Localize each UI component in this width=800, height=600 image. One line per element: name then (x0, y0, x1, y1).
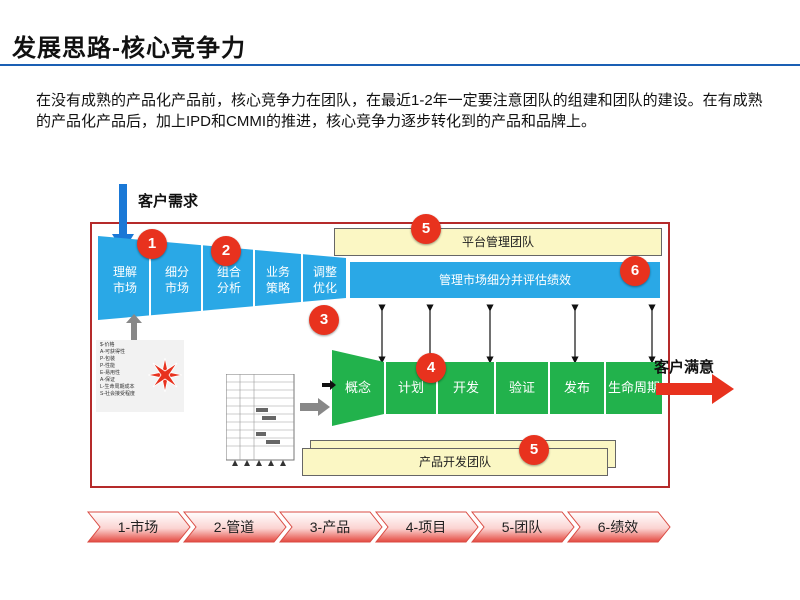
product-stage-lifecycle: 生命周期 (607, 380, 660, 395)
badge-3: 3 (309, 305, 339, 335)
step-performance: 6-绩效 (568, 512, 668, 542)
funnel-stage-understand-market: 理解 市场 (112, 265, 137, 295)
step-label: 3-产品 (309, 519, 351, 535)
badge-6: 6 (620, 256, 650, 286)
badge-2: 2 (211, 236, 241, 266)
legend-item: S-社会接受程度 (100, 391, 136, 397)
title-divider (0, 64, 800, 66)
page-title: 发展思路-核心竞争力 (12, 35, 246, 62)
step-team: 5-团队 (472, 512, 572, 542)
badge-4: 4 (416, 353, 446, 383)
badge-5-product: 5 (519, 435, 549, 465)
step-market: 1-市场 (88, 512, 188, 542)
step-label: 4-项目 (405, 519, 447, 535)
legend-item: A-可获得性 (100, 349, 126, 355)
funnel-stage-segment-market: 细分 市场 (164, 265, 189, 295)
legend-text-block: $-价格 A-可获得性 P-包装 P-性能 E-易用性 A-保证 L-生命周期成… (100, 342, 135, 398)
platform-team-bar: 平台管理团队 (334, 228, 662, 256)
step-product: 3-产品 (280, 512, 380, 542)
step-project: 4-项目 (376, 512, 476, 542)
funnel-stage-adjust-optimize: 调整 优化 (312, 265, 337, 295)
funnel-stage-business-strategy: 业务 策略 (265, 265, 290, 295)
customer-satisfied-arrow (656, 374, 734, 404)
legend-item: $-价格 (100, 342, 115, 348)
legend-item: L-生命周期成本 (100, 384, 135, 390)
legend-item: P-性能 (100, 363, 116, 369)
product-stage-launch: 发布 (563, 380, 590, 395)
legend-item: P-包装 (100, 356, 116, 362)
step-label: 1-市场 (117, 519, 159, 535)
step-label: 6-绩效 (597, 519, 639, 535)
product-team-bar: 产品开发团队 (302, 448, 608, 476)
small-arrow-icon (322, 380, 336, 390)
funnel-stage-portfolio-analysis: 组合 分析 (216, 265, 241, 295)
customer-satisfied-label: 客户满意 (654, 359, 715, 376)
badge-5-platform: 5 (411, 214, 441, 244)
legend-item: A-保证 (100, 377, 116, 383)
star-icon (148, 358, 182, 392)
right-arrow-icon (300, 398, 330, 416)
step-pipeline: 2-管道 (184, 512, 284, 542)
market-management-bar: 管理市场细分并评估绩效 (350, 262, 660, 298)
legend-item: E-易用性 (100, 370, 121, 376)
connector-arrows (378, 304, 656, 364)
product-stage-develop: 开发 (452, 380, 479, 395)
up-arrow-icon (126, 314, 142, 340)
step-label: 5-团队 (501, 519, 543, 535)
product-pipeline (332, 350, 662, 426)
product-stage-verify: 验证 (508, 380, 535, 395)
market-funnel (98, 236, 346, 320)
pricing-legend: $-价格 A-可获得性 P-包装 P-性能 E-易用性 A-保证 L-生命周期成… (96, 340, 184, 412)
step-label: 2-管道 (213, 519, 255, 535)
badge-1: 1 (137, 229, 167, 259)
product-stage-plan: 计划 (397, 380, 424, 395)
customer-demand-label: 客户需求 (138, 193, 199, 210)
gantt-chart-icon (226, 374, 295, 466)
product-stage-concept: 概念 (344, 380, 371, 395)
intro-paragraph: 在没有成熟的产品化产品前，核心竞争力在团队，在最近1-2年一定要注意团队的组建和… (36, 92, 763, 130)
